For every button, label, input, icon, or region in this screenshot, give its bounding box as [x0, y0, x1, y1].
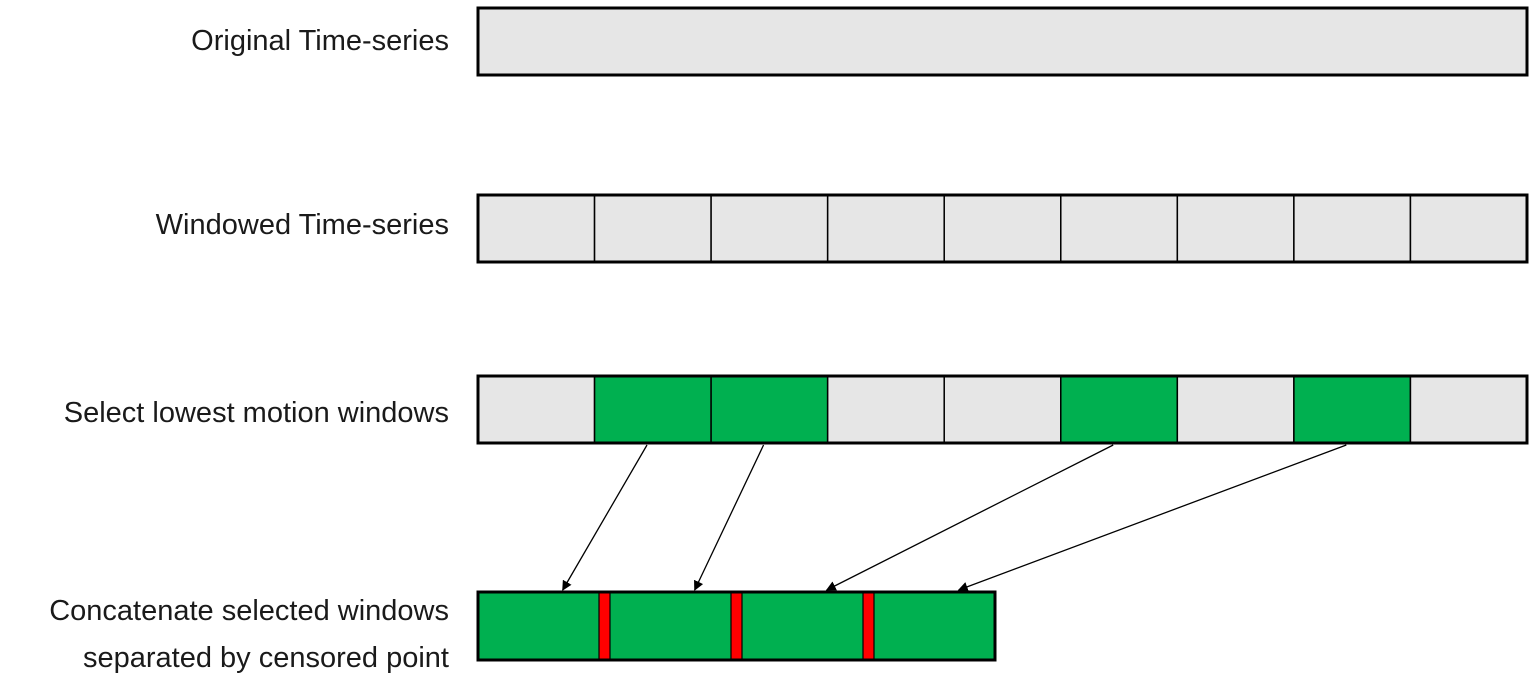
original-time-series-bar — [476, 6, 1529, 77]
window-cell — [710, 194, 829, 263]
label-concatenate-line-2: separated by censored point — [83, 642, 449, 674]
window-cell — [1176, 375, 1295, 444]
label-concatenate-line-1: Concatenate selected windows — [49, 595, 449, 627]
window-cell — [826, 194, 945, 263]
selection-arrow — [825, 444, 1114, 591]
window-cell — [943, 375, 1062, 444]
label-original-time-series: Original Time-series — [191, 25, 449, 57]
window-cell — [593, 194, 712, 263]
selection-arrow — [694, 444, 765, 591]
concatenated-windows-border — [476, 590, 997, 662]
window-cell — [477, 375, 596, 444]
selected-windows-row — [476, 374, 1529, 445]
censored-point — [598, 591, 611, 661]
selection-row-border — [476, 374, 1529, 445]
selection-arrow — [562, 444, 648, 591]
window-cell — [1176, 194, 1295, 263]
selected-window-cell — [710, 375, 829, 444]
window-cell — [826, 375, 945, 444]
windowed-time-series-border — [476, 193, 1529, 264]
censored-point — [862, 591, 875, 661]
window-cell — [943, 194, 1062, 263]
window-cell — [1409, 194, 1528, 263]
window-cell — [477, 194, 596, 263]
window-cell — [1409, 375, 1528, 444]
selected-window-cell — [593, 375, 712, 444]
label-windowed-time-series: Windowed Time-series — [155, 209, 449, 241]
selection-arrows — [562, 444, 1347, 592]
label-select-lowest-motion-windows: Select lowest motion windows — [63, 397, 449, 429]
censored-point — [730, 591, 743, 661]
selected-window-cell — [1060, 375, 1179, 444]
concatenated-windows-row — [476, 590, 997, 662]
windowed-time-series-row — [476, 193, 1529, 264]
selected-window-cell — [1293, 375, 1412, 444]
window-cell — [1293, 194, 1412, 263]
selection-arrow — [957, 444, 1347, 592]
window-cell — [1060, 194, 1179, 263]
